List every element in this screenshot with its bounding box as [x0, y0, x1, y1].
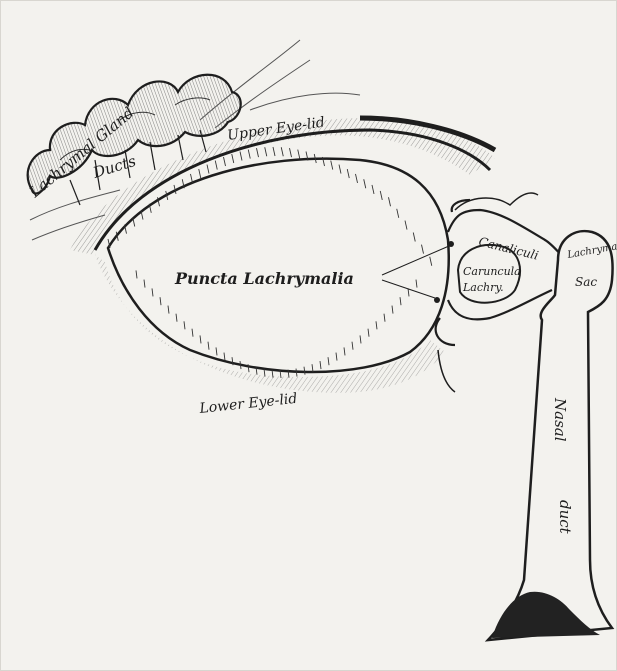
label-caruncula-2: Lachry. [462, 281, 504, 294]
upper-eyelash [224, 157, 226, 166]
label-puncta-lachrymalia: Puncta Lachrymalia [174, 269, 354, 288]
label-sac: Sac [575, 275, 597, 289]
tissue-tag-upper [455, 193, 538, 210]
upper-eyelash [207, 165, 209, 174]
palpebral-fissure [108, 159, 449, 372]
label-nasal: Nasal [551, 397, 569, 442]
upper-eyelash [191, 174, 193, 183]
upper-eyelash [265, 147, 267, 156]
label-lower-eyelid: Lower Eye-lid [198, 391, 298, 417]
label-duct: duct [556, 500, 574, 535]
upper-eyelash [257, 148, 259, 157]
upper-eyelash [290, 148, 292, 157]
upper-eyelash [232, 154, 234, 163]
upper-eyelash [298, 150, 300, 159]
upper-eyelash [240, 152, 242, 161]
upper-eyelash [199, 169, 201, 178]
upper-eyelash [215, 161, 217, 170]
upper-eyelash [248, 150, 250, 159]
upper-eyelash [273, 147, 275, 156]
upper-eyelash [281, 147, 283, 156]
label-caruncula: Caruncula [463, 265, 521, 278]
